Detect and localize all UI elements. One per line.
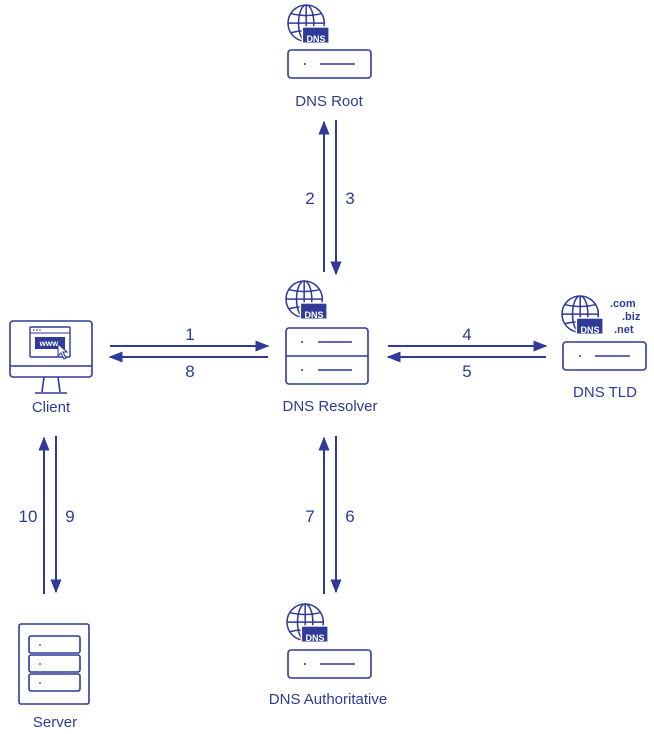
- step-label: 6: [345, 507, 354, 526]
- dns-badge-text: DNS: [580, 325, 599, 335]
- cursor-icon: [57, 342, 69, 360]
- server-rack-icon: [18, 623, 90, 705]
- globe-dns-icon: DNS: [561, 295, 604, 335]
- step-label: 5: [462, 362, 471, 381]
- tld-domain: .com: [610, 298, 636, 310]
- server-label: Server: [33, 714, 77, 731]
- dns-badge-text: DNS: [306, 34, 325, 44]
- client-label: Client: [32, 399, 71, 416]
- server-node: Server: [18, 623, 90, 731]
- step-labels: 2 3 1 8 4 5 7 6 10 9: [19, 189, 472, 526]
- globe-dns-icon: DNS: [285, 280, 328, 320]
- step-label: 3: [345, 189, 354, 208]
- server-box-icon: [562, 341, 647, 371]
- dns-tld-label: DNS TLD: [573, 384, 637, 401]
- dns-authoritative-node: DNS DNS Authoritative: [269, 603, 387, 708]
- tld-domain: .biz: [622, 311, 641, 323]
- step-label: 8: [185, 362, 194, 381]
- step-label: 7: [305, 507, 314, 526]
- step-label: 9: [65, 507, 74, 526]
- client-node: www Client: [9, 320, 93, 416]
- dns-badge-text: DNS: [304, 310, 323, 320]
- step-label: 10: [19, 507, 38, 526]
- dns-resolver-node: DNS DNS Resolver: [282, 280, 378, 415]
- dns-resolver-label: DNS Resolver: [282, 398, 377, 415]
- dns-root-label: DNS Root: [295, 93, 363, 110]
- dns-badge-text: DNS: [305, 633, 324, 643]
- server-box-icon: [287, 649, 372, 679]
- step-label: 1: [185, 325, 194, 344]
- arrows: [38, 120, 548, 594]
- dns-authoritative-label: DNS Authoritative: [269, 691, 387, 708]
- globe-dns-icon: DNS: [286, 603, 329, 643]
- dns-root-node: DNS DNS Root: [287, 4, 372, 110]
- server-stack-icon: [285, 327, 369, 385]
- step-label: 4: [462, 325, 471, 344]
- globe-dns-icon: DNS: [287, 4, 330, 44]
- tld-domain: .net: [614, 324, 634, 336]
- dns-tld-node: DNS .com .biz .net DNS TLD: [561, 295, 647, 401]
- server-box-icon: [287, 49, 372, 79]
- monitor-icon: www: [9, 320, 93, 394]
- step-label: 2: [305, 189, 314, 208]
- tld-domain-list: .com .biz .net: [610, 298, 641, 336]
- www-text: www: [39, 339, 59, 348]
